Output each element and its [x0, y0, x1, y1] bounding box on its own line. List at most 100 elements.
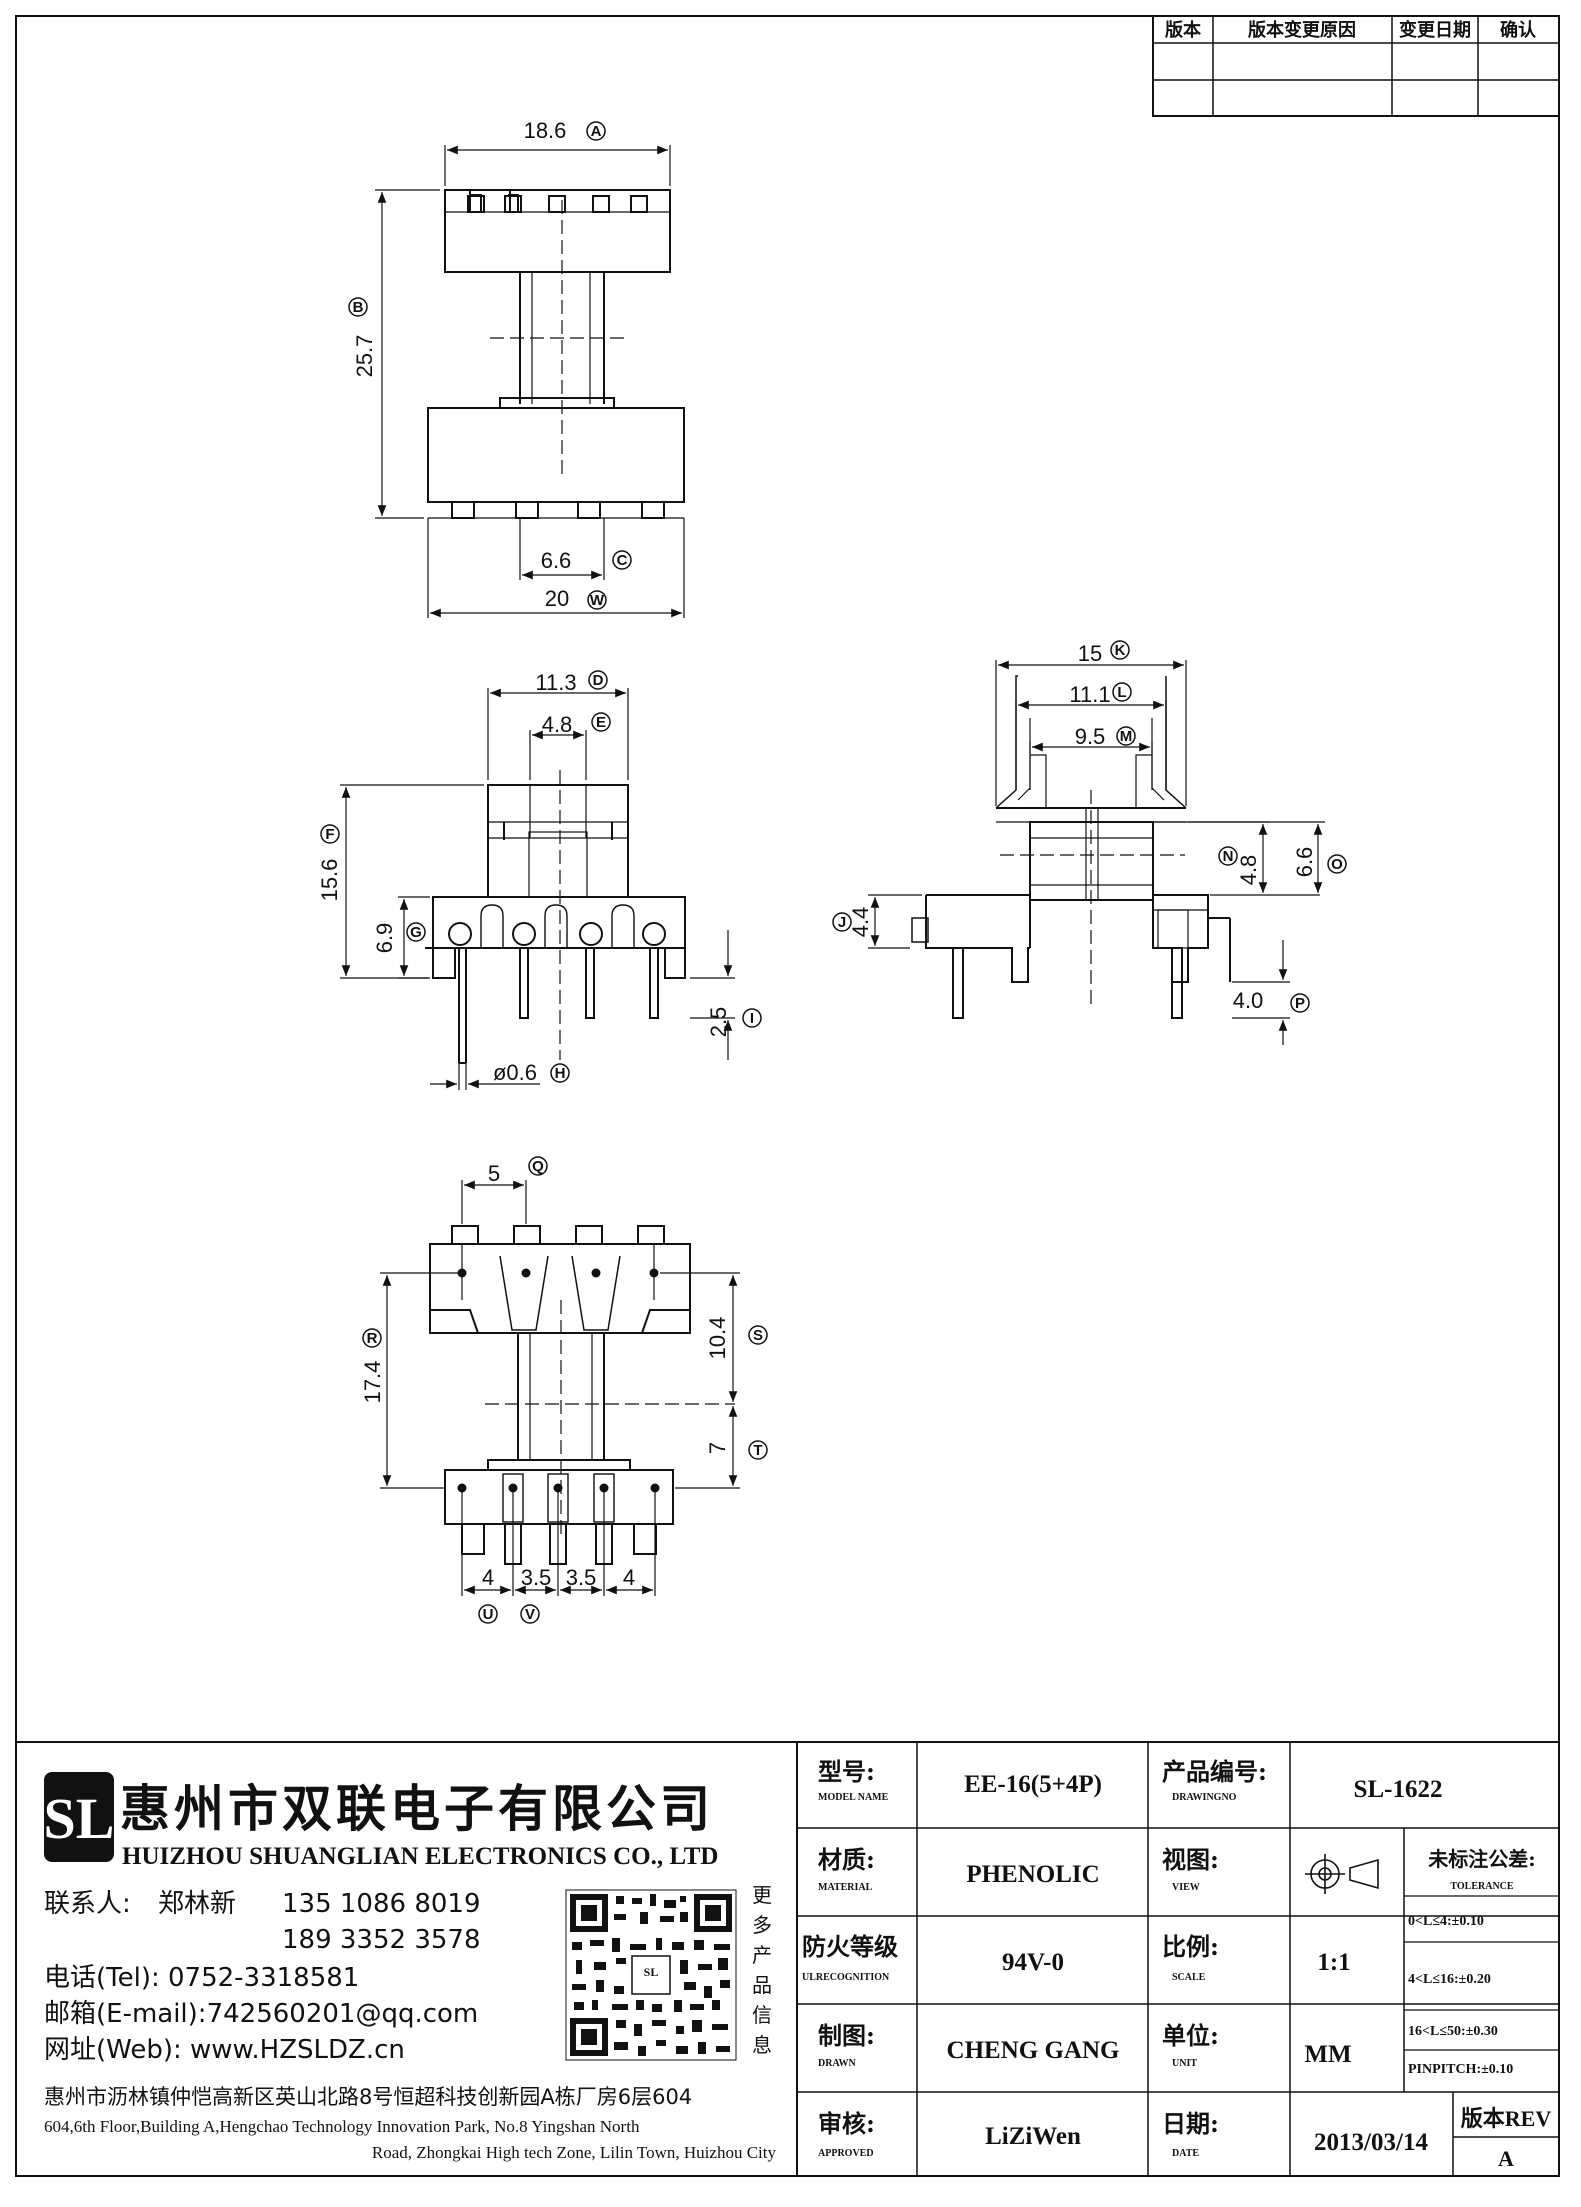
drawn-value: CHENG GANG	[947, 2037, 1120, 2064]
address-en-2: Road, Zhongkai High tech Zone, Lilin Tow…	[372, 2143, 777, 2162]
dim-o-tag: O	[1331, 856, 1343, 873]
dim-v-tag: V	[525, 1606, 535, 1623]
phone-2: 189 3352 3578	[282, 1925, 481, 1955]
dim-c-tag: C	[617, 552, 628, 569]
dim-u-tag: U	[483, 1606, 494, 1623]
phone-1: 135 1086 8019	[282, 1889, 481, 1919]
email: 邮箱(E-mail):742560201@qq.com	[44, 1999, 478, 2029]
dim-g-value: 6.9	[372, 923, 397, 954]
scale-label-cn: 比例:	[1162, 1932, 1219, 1961]
fire-label-cn: 防火等级	[802, 1932, 898, 1961]
dim-s-value: 10.4	[705, 1317, 730, 1360]
title-block: 型号: MODEL NAME EE-16(5+4P) 产品编号: DRAWING…	[15, 1741, 1560, 2177]
dim-d-value: 11.3	[535, 670, 576, 695]
drawn-label-en: DRAWN	[818, 2058, 857, 2069]
dim-b-tag: B	[353, 299, 364, 316]
front-view	[340, 688, 735, 1090]
dim-e-value: 4.8	[542, 712, 573, 737]
approved-label-en: APPROVED	[818, 2148, 874, 2159]
side-view	[868, 660, 1325, 1045]
tel: 电话(Tel): 0752-3318581	[44, 1963, 359, 1993]
dim-k-value: 15	[1078, 641, 1102, 666]
bottom-view	[380, 1180, 740, 1596]
dim-l-value: 11.1	[1069, 682, 1110, 707]
qr-side-1: 更	[752, 1883, 772, 1907]
dim-j-value: 4.4	[848, 907, 873, 938]
unit-label-en: UNIT	[1172, 2058, 1197, 2069]
company-name-en: HUIZHOU SHUANGLIAN ELECTRONICS CO., LTD	[122, 1843, 718, 1870]
date-label-cn: 日期:	[1162, 2109, 1219, 2138]
dim-n-tag: N	[1223, 848, 1234, 865]
tolerance-label-cn: 未标注公差:	[1428, 1847, 1535, 1871]
tolerance-line-4: PINPITCH:±0.10	[1408, 2062, 1513, 2077]
rev-header-reason: 版本变更原因	[1248, 19, 1356, 40]
dim-q-tag: Q	[532, 1158, 544, 1175]
rev-header-confirm: 确认	[1500, 19, 1537, 40]
unit-label-cn: 单位:	[1162, 2021, 1219, 2050]
fire-value: 94V-0	[1002, 1949, 1064, 1976]
top-view	[375, 145, 685, 618]
dim-j-tag: J	[838, 914, 846, 931]
material-label-en: MATERIAL	[818, 1882, 873, 1893]
qr-side-4: 品	[752, 1973, 772, 1997]
dim-r-value: 17.4	[360, 1361, 385, 1404]
dim-t-tag: T	[753, 1442, 762, 1459]
dim-h-tag: H	[555, 1065, 566, 1082]
dim-i-tag: I	[750, 1010, 754, 1027]
qr-center-logo: SL	[644, 1965, 659, 1979]
dim-l-tag: L	[1117, 684, 1126, 701]
address-cn: 惠州市沥林镇仲恺高新区英山北路8号恒超科技创新园A栋厂房6层604	[44, 2085, 692, 2109]
dim-w-value: 20	[545, 586, 569, 611]
model-label-en: MODEL NAME	[818, 1792, 889, 1803]
dim-o-value: 6.6	[1292, 847, 1317, 878]
dim-n-value: 4.8	[1236, 855, 1261, 886]
dim-q-value: 5	[488, 1161, 500, 1186]
dim-t-value: 7	[705, 1442, 730, 1454]
scale-value: 1:1	[1317, 1949, 1350, 1976]
tolerance-line-2: 4<L≤16:±0.20	[1408, 1972, 1491, 1987]
model-value: EE-16(5+4P)	[964, 1771, 1102, 1798]
dim-h-value: ø0.6	[493, 1060, 537, 1085]
drawing-label-en: DRAWINGNO	[1172, 1792, 1237, 1803]
dim-a-tag: A	[591, 123, 602, 140]
rev-header-version: 版本	[1165, 19, 1201, 40]
dim-e-tag: E	[596, 714, 606, 731]
qr-side-5: 信	[752, 2003, 772, 2027]
company-name-cn: 惠州市双联电子有限公司	[120, 1779, 714, 1838]
drawing-label-cn: 产品编号:	[1162, 1757, 1267, 1786]
bottom-view-labels: 5 Q 17.4 R 10.4 S 7 T 4 3.5 3.5 4 U V	[360, 1156, 768, 1624]
view-label-cn: 视图:	[1162, 1845, 1219, 1874]
front-view-labels: 11.3 D 4.8 E 15.6 F 6.9 G 2.5 I ø0.6 H	[317, 670, 762, 1085]
dim-f-value: 15.6	[317, 859, 342, 902]
company-logo: SL	[44, 1772, 114, 1862]
dim-r-tag: R	[367, 1330, 378, 1347]
approved-label-cn: 审核:	[818, 2109, 875, 2138]
dim-s-tag: S	[753, 1327, 763, 1344]
dim-pitch-3: 3.5	[566, 1565, 597, 1590]
top-view-labels: 18.6 A 25.7 B 6.6 C 20 W	[348, 118, 632, 611]
dim-m-value: 9.5	[1075, 724, 1106, 749]
dim-a-value: 18.6	[524, 118, 567, 143]
dim-m-tag: M	[1120, 728, 1133, 745]
rev-value: A	[1498, 2146, 1514, 2171]
date-value: 2013/03/14	[1314, 2129, 1428, 2156]
qr-side-6: 息	[752, 2033, 772, 2057]
qr-code-icon: SL	[565, 1889, 737, 2061]
tolerance-line-1: 0<L≤4:±0.10	[1408, 1914, 1484, 1929]
dim-i-value: 2.5	[706, 1007, 731, 1038]
dim-b-value: 25.7	[352, 335, 377, 378]
dim-k-tag: K	[1115, 642, 1126, 659]
revision-table: 版本 版本变更原因 变更日期 确认	[1152, 15, 1560, 117]
side-view-labels: 15 K 11.1 L 9.5 M 4.8 N 6.6 O 4.4 J 4.0 …	[832, 640, 1347, 1013]
rev-header-date: 变更日期	[1399, 19, 1471, 40]
tolerance-line-3: 16<L≤50:±0.30	[1408, 2024, 1498, 2039]
contact-name: 郑林新	[158, 1889, 236, 1919]
drawn-label-cn: 制图:	[818, 2021, 875, 2050]
dim-pitch-2: 3.5	[521, 1565, 552, 1590]
dim-p-tag: P	[1295, 995, 1305, 1012]
fire-label-en: ULRECOGNITION	[802, 1972, 890, 1983]
rev-label: 版本REV	[1461, 2106, 1552, 2131]
material-label-cn: 材质:	[818, 1845, 875, 1874]
dim-pitch-4: 4	[623, 1565, 635, 1590]
contact-label: 联系人:	[44, 1889, 131, 1919]
